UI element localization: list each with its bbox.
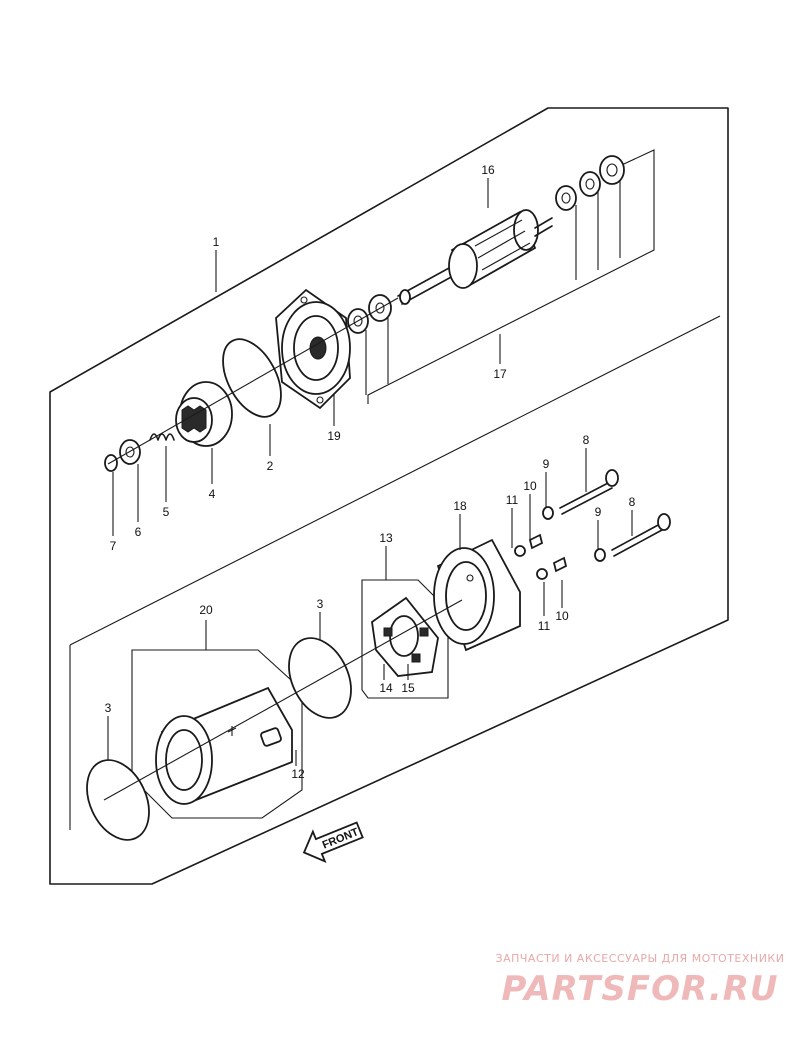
assembly-frame [49, 107, 729, 885]
label-10-lower: 10 [555, 609, 569, 623]
label-14: 14 [379, 681, 393, 695]
screw-set-lower [536, 556, 568, 580]
through-bolt-lower-part-8 [594, 513, 671, 562]
label-9-upper: 9 [543, 457, 550, 471]
brush-holder-part-13 [361, 579, 449, 699]
label-15: 15 [401, 681, 415, 695]
o-ring-part-3b [288, 637, 352, 719]
circlip-part-7 [104, 454, 118, 472]
label-11-upper: 11 [506, 493, 519, 507]
label-20: 20 [199, 603, 213, 617]
watermark: ЗАПЧАСТИ И АКСЕССУАРЫ ДЛЯ МОТОТЕХНИКИ PA… [496, 952, 785, 1009]
label-9-lower: 9 [595, 505, 602, 519]
front-direction-arrow: FRONT [302, 821, 364, 864]
label-5: 5 [163, 505, 170, 519]
label-4: 4 [209, 487, 216, 501]
label-1: 1 [213, 235, 220, 249]
label-19: 19 [327, 429, 341, 443]
label-8-lower: 8 [629, 495, 636, 509]
group-17-frame [367, 149, 655, 404]
yoke-part-20 [131, 649, 303, 819]
label-8-upper: 8 [583, 433, 590, 447]
leader-lines [107, 178, 633, 766]
label-13: 13 [379, 531, 393, 545]
label-3-middle: 3 [317, 597, 324, 611]
through-bolt-upper-part-8 [542, 469, 619, 520]
label-17: 17 [493, 367, 507, 381]
washers-right [555, 155, 625, 211]
axis-line-top [107, 297, 399, 465]
axis-line-bottom [103, 599, 463, 801]
label-16: 16 [481, 163, 495, 177]
o-ring-part-2 [222, 338, 282, 418]
label-7: 7 [110, 539, 117, 553]
callout-labels: 1 2 4 5 6 7 19 16 17 8 9 10 11 8 9 11 10… [105, 163, 636, 781]
label-12: 12 [291, 767, 305, 781]
spring-part-5 [149, 433, 175, 441]
label-11-lower: 11 [538, 619, 551, 633]
label-10-upper: 10 [523, 479, 537, 493]
screw-set-upper [514, 533, 544, 557]
clutch-part-4 [175, 381, 233, 447]
watermark-tagline: ЗАПЧАСТИ И АКСЕССУАРЫ ДЛЯ МОТОТЕХНИКИ [496, 952, 785, 965]
end-bracket-part-19 [275, 288, 351, 410]
label-2: 2 [267, 459, 274, 473]
label-3-left: 3 [105, 701, 112, 715]
watermark-brand: PARTSFOR.RU [501, 969, 778, 1009]
label-18: 18 [453, 499, 467, 513]
section-divider [69, 315, 721, 646]
end-cover-part-18 [433, 538, 521, 652]
o-ring-part-3a [86, 759, 150, 841]
armature-part-16 [397, 209, 553, 305]
label-6: 6 [135, 525, 142, 539]
